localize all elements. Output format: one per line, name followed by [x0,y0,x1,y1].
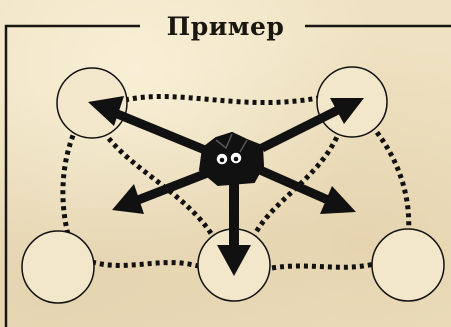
creature-icon [200,133,263,185]
link-top-left-top-right [125,97,318,103]
arrow-top-left-shaft [115,113,205,150]
link-top-right-bottom-right [372,126,409,238]
node-bottom-right [372,229,444,301]
arrows [88,96,364,276]
link-bottom-center-bottom-right [272,264,374,268]
link-top-left-bottom-left [63,128,76,242]
arrow-left-shaft [138,172,210,200]
arrow-right-shaft [260,170,328,200]
node-bottom-left [22,231,94,303]
arrow-top-right-shaft [262,110,338,148]
link-bottom-left-bottom-center [92,262,198,266]
panel-title: Пример [0,4,451,50]
